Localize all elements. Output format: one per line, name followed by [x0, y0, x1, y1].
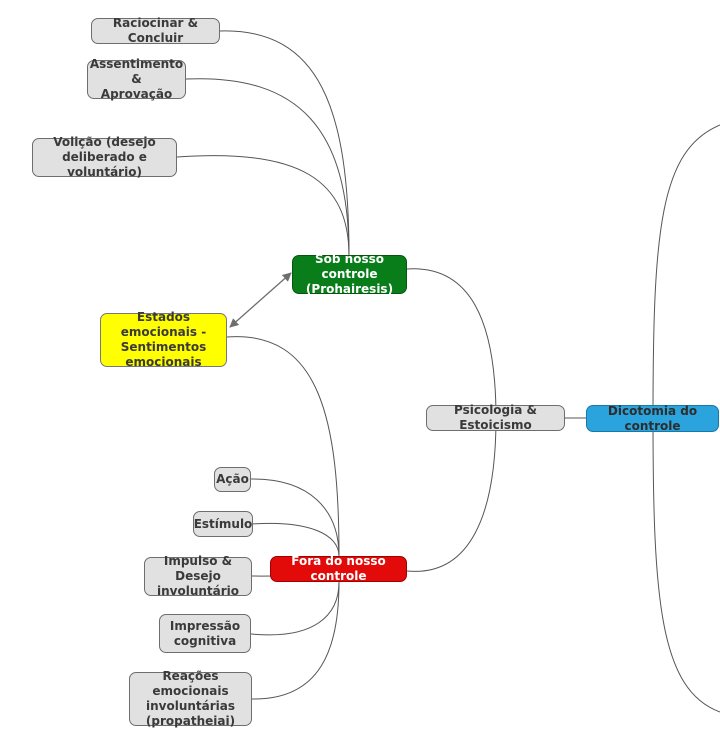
- connector-psicologia-fora: [406, 417, 497, 572]
- connector-fora-estados: [226, 336, 340, 557]
- node-sob-nosso-controle[interactable]: Sob nosso controle (Prohairesis): [292, 252, 407, 296]
- node-assentimento-aprovacao[interactable]: Assentimento & Aprovação: [87, 57, 186, 101]
- connector-fora-acao: [249, 478, 340, 557]
- node-acao[interactable]: Ação: [214, 467, 251, 492]
- node-dicotomia-do-controle[interactable]: Dicotomia do controle: [586, 404, 719, 433]
- node-reacoes-emocionais[interactable]: Reações emocionais involuntárias (propat…: [129, 669, 252, 728]
- node-impressao-cognitiva[interactable]: Impressão cognitiva: [159, 614, 251, 653]
- node-raciocinar-concluir[interactable]: Raciocinar & Concluir: [91, 16, 220, 45]
- connector-psicologia-sob: [406, 268, 497, 419]
- connector-estados-sob-arrow: [229, 272, 292, 328]
- node-estados-emocionais[interactable]: Estados emocionais - Sentimentos emocion…: [100, 310, 227, 369]
- node-estimulo[interactable]: Estímulo: [193, 511, 253, 537]
- connector-root-right-branches: [652, 124, 720, 713]
- connector-fora-estimulo: [251, 522, 340, 557]
- connector-fora-impressao: [250, 581, 340, 636]
- connector-fora-reacoes: [251, 581, 340, 700]
- node-fora-do-nosso-controle[interactable]: Fora do nosso controle: [270, 554, 407, 583]
- node-volicao[interactable]: Volição (desejo deliberado e voluntário): [32, 135, 177, 179]
- node-impulso-desejo[interactable]: Impulso & Desejo involuntário: [144, 554, 252, 598]
- connector-sob-raciocinar: [219, 30, 350, 257]
- connector-sob-volicao: [176, 155, 350, 257]
- node-psicologia-estoicismo[interactable]: Psicologia & Estoicismo: [426, 403, 565, 432]
- connector-sob-assentimento: [185, 78, 350, 257]
